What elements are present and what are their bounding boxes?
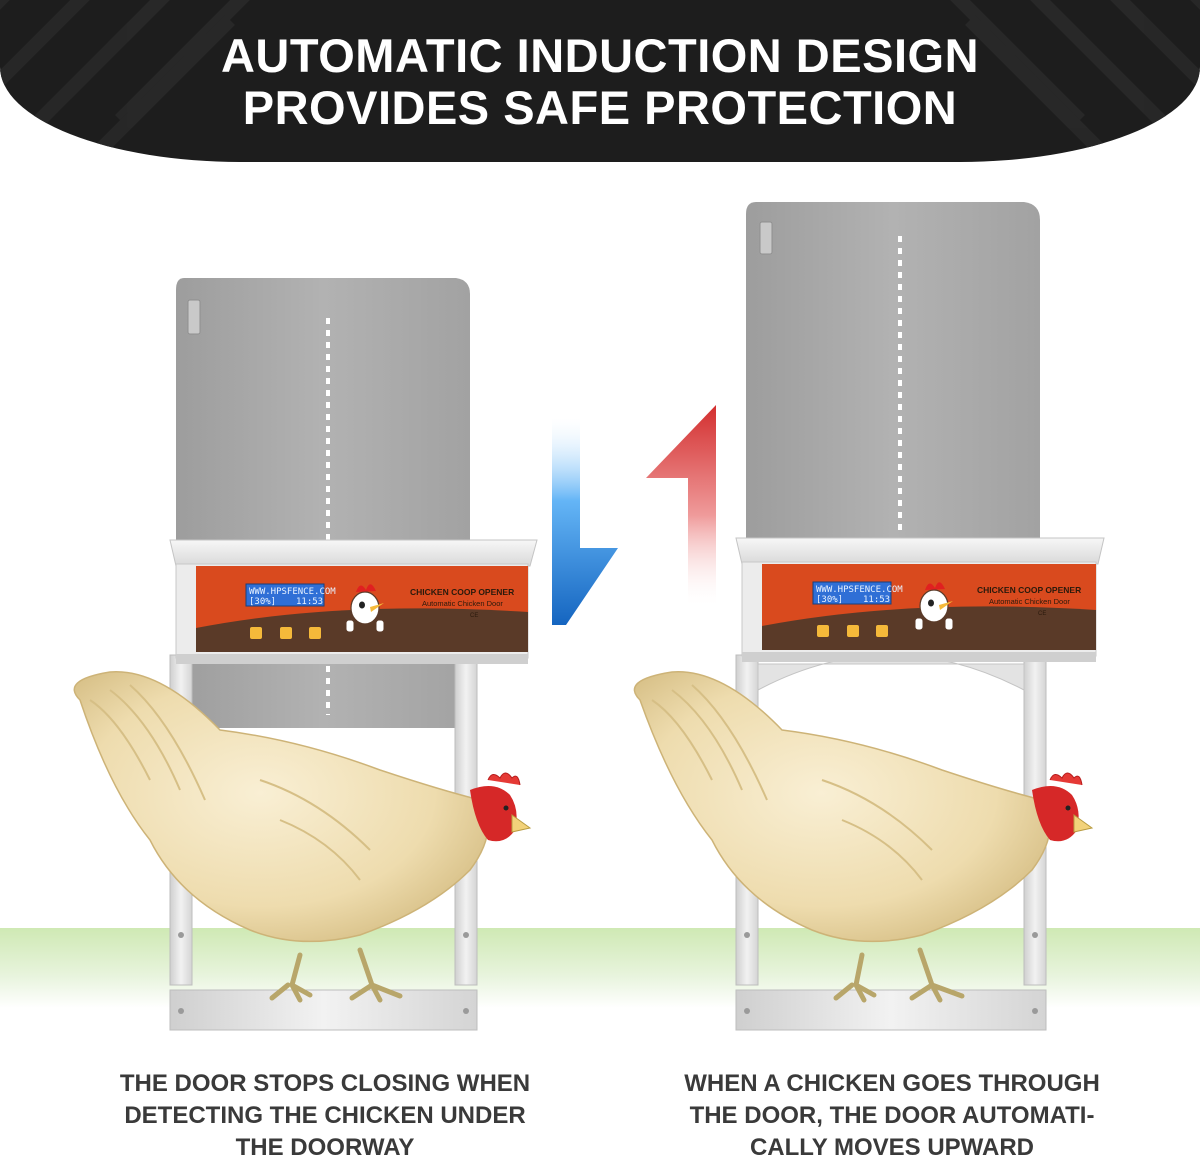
right-caption-line-1: WHEN A CHICKEN GOES THROUGH: [684, 1070, 1100, 1097]
left-caption-line-2: DETECTING THE CHICKEN UNDER: [124, 1102, 526, 1129]
right-door-slot: [759, 221, 773, 255]
arrow-up-icon: [646, 405, 716, 605]
left-panel-title: CHICKEN COOP OPENER: [410, 587, 514, 597]
right-panel-button-3[interactable]: [876, 625, 888, 637]
right-panel-button-1[interactable]: [817, 625, 829, 637]
product-scene: WWW.HPSFENCE.COM [30%] 11:53 CHICKEN COO…: [73, 202, 1105, 1031]
left-box-top: [169, 539, 538, 567]
right-panel-subtitle: Automatic Chicken Door: [989, 597, 1070, 606]
left-lcd-line-2-right: 11:53: [296, 597, 323, 607]
left-panel-button-2[interactable]: [280, 627, 292, 639]
banner-title-line-1: AUTOMATIC INDUCTION DESIGN: [220, 29, 980, 82]
right-lcd-screen: [812, 581, 892, 605]
right-caption-line-3: CALLY MOVES UPWARD: [749, 1134, 1035, 1161]
banner-title-line-2: PROVIDES SAFE PROTECTION: [242, 81, 958, 134]
left-panel-subtitle: Automatic Chicken Door: [422, 599, 503, 608]
left-lcd-line-1: WWW.HPSFENCE.COM: [249, 587, 336, 597]
left-door-unit: WWW.HPSFENCE.COM [30%] 11:53 CHICKEN COO…: [73, 278, 538, 1031]
left-lcd-screen: [245, 583, 325, 607]
right-chicken: [633, 671, 1094, 1003]
left-rooster-logo-icon: [345, 584, 385, 633]
right-door-unit: WWW.HPSFENCE.COM [30%] 11:53 CHICKEN COO…: [633, 202, 1105, 1031]
right-control-panel: WWW.HPSFENCE.COM [30%] 11:53 CHICKEN COO…: [762, 564, 1096, 650]
left-caption-line-3: THE DOORWAY: [235, 1134, 415, 1161]
right-lcd-line-2-right: 11:53: [863, 595, 890, 605]
title-banner: AUTOMATIC INDUCTION DESIGN PROVIDES SAFE…: [0, 0, 1200, 162]
right-frame-bottom-rail: [735, 989, 1047, 1031]
left-door-slot: [187, 299, 201, 335]
arrow-down-icon: [552, 418, 618, 625]
right-caption: WHEN A CHICKEN GOES THROUGH THE DOOR, TH…: [652, 1068, 1132, 1164]
left-panel-mark: CE: [470, 613, 478, 619]
right-lcd-line-2-left: [30%]: [816, 595, 843, 605]
left-caption-line-1: THE DOOR STOPS CLOSING WHEN: [119, 1070, 531, 1097]
right-panel-mark: CE: [1038, 611, 1046, 617]
right-panel-title: CHICKEN COOP OPENER: [977, 585, 1081, 595]
right-panel-button-2[interactable]: [847, 625, 859, 637]
right-lcd-line-1: WWW.HPSFENCE.COM: [816, 585, 903, 595]
left-caption: THE DOOR STOPS CLOSING WHEN DETECTING TH…: [85, 1068, 565, 1164]
left-control-panel: WWW.HPSFENCE.COM [30%] 11:53 CHICKEN COO…: [196, 566, 528, 652]
left-panel-button-1[interactable]: [250, 627, 262, 639]
left-frame-bottom-rail: [169, 989, 478, 1031]
right-box-top: [735, 537, 1105, 565]
left-chicken: [73, 671, 532, 1003]
left-panel-button-3[interactable]: [309, 627, 321, 639]
right-box-shadow: [742, 652, 1096, 662]
right-rooster-logo-icon: [914, 582, 954, 631]
right-caption-line-2: THE DOOR, THE DOOR AUTOMATI-: [689, 1102, 1095, 1129]
banner-title: AUTOMATIC INDUCTION DESIGN PROVIDES SAFE…: [0, 30, 1200, 134]
right-door-plate: [746, 202, 1040, 545]
left-lcd-line-2-left: [30%]: [249, 597, 276, 607]
left-box-shadow: [176, 654, 528, 664]
banner-pattern: [0, 0, 1200, 162]
